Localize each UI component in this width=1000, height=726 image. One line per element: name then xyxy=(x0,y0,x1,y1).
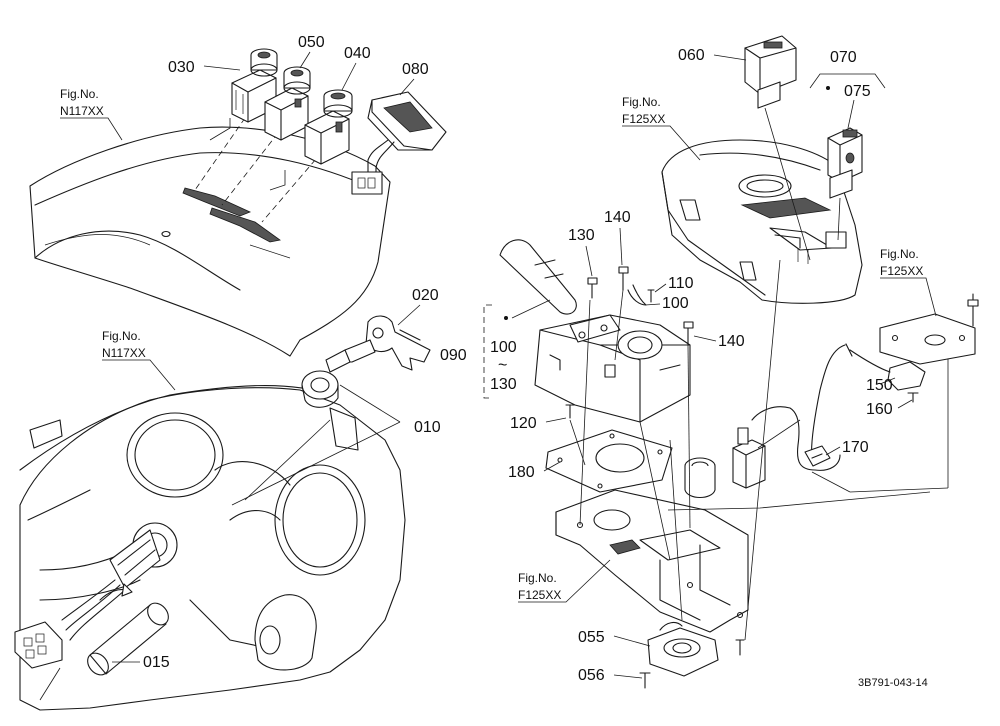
socket xyxy=(684,457,716,499)
range-tilde: ~ xyxy=(498,357,507,374)
part-number-030: 030 xyxy=(168,59,195,76)
switch-alignment-lines xyxy=(194,117,323,223)
fig-ref-number: F125XX xyxy=(622,112,665,126)
part-number-060: 060 xyxy=(678,47,705,64)
connector-170 xyxy=(804,445,831,467)
part-callouts: 030 050 040 080 020 010 015 060 070 075 … xyxy=(143,34,913,684)
fig-ref-number: N117XX xyxy=(102,346,146,360)
fig-ref-number: F125XX xyxy=(518,588,561,602)
sensor-150 xyxy=(845,343,926,403)
fig-ref-label: Fig.No. xyxy=(880,247,919,261)
fig-ref-right-side: Fig.No. F125XX xyxy=(880,247,937,317)
part-number-150: 150 xyxy=(866,377,893,394)
fig-ref-right-bottom: Fig.No. F125XX xyxy=(518,559,611,603)
part-number-040: 040 xyxy=(344,45,371,62)
fig-ref-number: F125XX xyxy=(880,264,923,278)
part-number-110: 110 xyxy=(668,275,694,292)
fig-ref-label: Fig.No. xyxy=(60,87,99,101)
part-number-080: 080 xyxy=(402,61,429,78)
lever-assembly xyxy=(499,239,691,423)
fig-ref-right-top: Fig.No. F125XX xyxy=(622,95,701,161)
part-number-140: 140 xyxy=(718,333,745,350)
switch-040 xyxy=(304,89,353,165)
part-number-015: 015 xyxy=(143,654,170,671)
switch-060 xyxy=(744,35,811,261)
part-number-100: 100 xyxy=(662,295,689,312)
fig-ref-left-top: Fig.No. N117XX xyxy=(60,87,123,141)
part-number-100-range-start: 100 xyxy=(490,339,517,356)
part-number-130-range-end: 130 xyxy=(490,376,517,393)
fig-ref-left-mid: Fig.No. N117XX xyxy=(102,329,176,391)
gasket-180 xyxy=(545,429,673,493)
part-number-010: 010 xyxy=(414,419,441,436)
fig-ref-label: Fig.No. xyxy=(518,571,557,585)
screw-120 xyxy=(565,404,575,419)
detent-055 xyxy=(647,439,719,677)
wiring xyxy=(751,330,949,493)
instrument-panel xyxy=(19,384,406,711)
key-020 xyxy=(325,315,431,373)
part-number-075: 075 xyxy=(844,83,871,100)
bolt-056 xyxy=(639,639,745,689)
part-number-160: 160 xyxy=(866,401,893,418)
part-number-055: 055 xyxy=(578,629,605,646)
bracket-plate xyxy=(879,293,979,365)
spring-clip xyxy=(627,284,647,306)
screw-140b xyxy=(683,321,694,346)
drawing-code: 3B791-043-14 xyxy=(858,677,928,689)
part-number-070: 070 xyxy=(830,49,857,66)
part-number-050: 050 xyxy=(298,34,325,51)
fig-ref-label: Fig.No. xyxy=(622,95,661,109)
switch-030 xyxy=(231,48,278,123)
bracket-070 xyxy=(809,73,886,90)
fig-ref-label: Fig.No. xyxy=(102,329,141,343)
screw-110 xyxy=(647,289,655,303)
tube-015 xyxy=(87,602,169,676)
dash-panel-cover xyxy=(29,126,391,357)
mounting-plate xyxy=(555,489,749,633)
fig-ref-number: N117XX xyxy=(60,104,104,118)
grommet-010 xyxy=(231,370,401,506)
group-bracket-090 xyxy=(483,299,551,399)
part-number-090: 090 xyxy=(440,347,467,364)
relay xyxy=(732,427,766,489)
console-cover xyxy=(661,139,863,304)
part-number-140: 140 xyxy=(604,209,631,226)
alignment-lines xyxy=(569,259,931,641)
part-number-180: 180 xyxy=(508,464,535,481)
part-number-170: 170 xyxy=(842,439,869,456)
switch-075 xyxy=(827,127,863,241)
part-number-120: 120 xyxy=(510,415,537,432)
screw-130a xyxy=(587,277,598,299)
connector-080 xyxy=(351,91,447,195)
switch-050 xyxy=(264,66,311,141)
screw-140a xyxy=(618,266,629,291)
part-number-020: 020 xyxy=(412,287,439,304)
part-number-056: 056 xyxy=(578,667,605,684)
part-number-130: 130 xyxy=(568,227,595,244)
ignition-switch xyxy=(14,522,178,701)
